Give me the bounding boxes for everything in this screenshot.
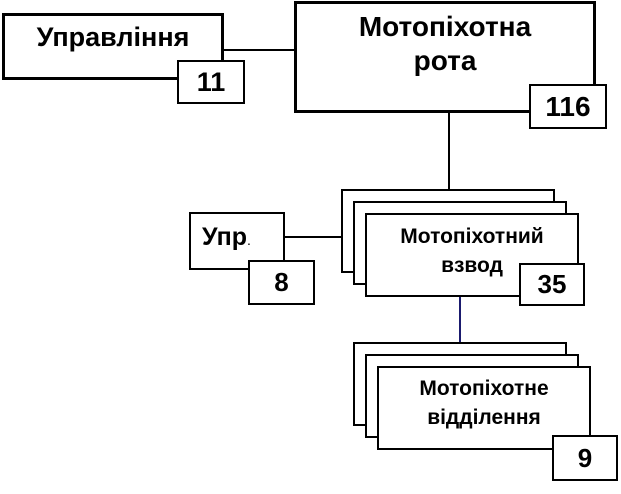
squad-title: Мотопіхотне відділення bbox=[377, 376, 591, 430]
company-title-line2: рота bbox=[413, 44, 477, 76]
platoon-hq-title-suffix: . bbox=[246, 232, 251, 248]
company-count: 116 bbox=[529, 84, 607, 129]
company-title: Мотопіхотна рота bbox=[294, 10, 596, 77]
company-hq-label: Управління bbox=[36, 22, 190, 52]
platoon-hq-count: 8 bbox=[248, 260, 315, 305]
platoon-title-line1: Мотопіхотний bbox=[400, 225, 544, 248]
platoon-title-line2: взвод bbox=[441, 254, 503, 278]
squad-title-line1: Мотопіхотне bbox=[419, 377, 549, 400]
platoon-title: Мотопіхотний взвод bbox=[365, 224, 579, 278]
platoon-hq-label: Упр. bbox=[202, 222, 251, 252]
platoon-hq-title: Упр bbox=[202, 223, 247, 251]
platoon-count: 35 bbox=[519, 263, 585, 306]
company-hq-count: 11 bbox=[177, 60, 245, 104]
squad-count: 9 bbox=[552, 435, 618, 481]
company-title-line1: Мотопіхотна bbox=[358, 11, 532, 42]
squad-title-line2: відділення bbox=[427, 406, 541, 430]
